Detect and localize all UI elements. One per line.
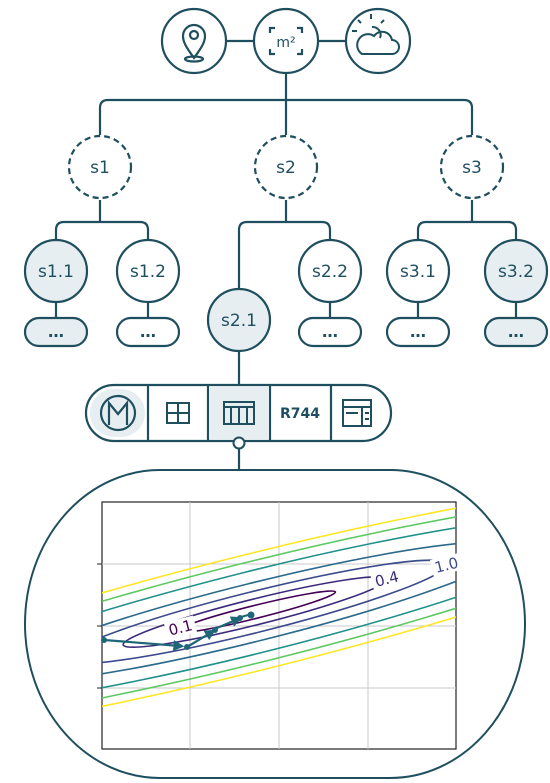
contour-label-bg [429, 552, 464, 577]
refrigerant-label[interactable]: R744 [280, 406, 320, 422]
ellipsis-label: … [410, 322, 426, 341]
ellipsis-label: … [48, 322, 64, 341]
plot-ticks [97, 563, 102, 689]
contour-lines [102, 502, 456, 747]
location-node[interactable] [160, 7, 228, 75]
subscenario-label: s3.1 [400, 262, 436, 282]
subscenario-node-s3-2[interactable]: s3.2 [483, 238, 549, 304]
scenario-node-s1[interactable]: s1 [67, 134, 133, 200]
plot-frame [24, 469, 526, 779]
scenario-label: s1 [90, 158, 110, 178]
subscenario-label: s1.2 [130, 262, 166, 282]
area-node[interactable]: m² [252, 7, 320, 75]
area-icon: m² [268, 26, 304, 56]
ellipsis-label: … [140, 322, 156, 341]
subscenario-node-s3-1[interactable]: s3.1 [385, 238, 451, 304]
more-pill-s1-2[interactable]: … [115, 316, 181, 348]
subscenario-node-s1-2[interactable]: s1.2 [115, 238, 181, 304]
scenario-node-s2[interactable]: s2 [253, 134, 319, 200]
scenario-node-s3[interactable]: s3 [439, 134, 505, 200]
subscenario-label: s2.2 [312, 262, 348, 282]
subscenario-node-s1-1[interactable]: s1.1 [23, 238, 89, 304]
ellipsis-label: … [508, 322, 524, 341]
contour-label-bg [370, 566, 404, 591]
ellipsis-label: … [322, 322, 338, 341]
table-grid-icon[interactable] [210, 387, 268, 439]
contour-labels: 0.1 0.4 1.0 [163, 552, 464, 640]
scenario-label: s3 [462, 158, 482, 178]
contour-label-0.1: 0.1 [167, 616, 195, 639]
component-toolbar: R744 [84, 383, 393, 443]
more-pill-s1-1[interactable]: … [23, 316, 89, 348]
subscenario-node-s2-2[interactable]: s2.2 [297, 238, 363, 304]
more-pill-s3-2[interactable]: … [483, 316, 549, 348]
contour-label-0.4: 0.4 [373, 568, 401, 591]
contour-line-4.0 [102, 514, 456, 710]
scenario-label: s2 [276, 158, 296, 178]
subscenario-label: s3.2 [498, 262, 534, 282]
panel-icon[interactable] [342, 399, 372, 427]
grid-2x2-icon[interactable] [166, 402, 190, 424]
contour-label-1.0: 1.0 [433, 554, 461, 577]
subscenario-label: s1.1 [38, 262, 74, 282]
contour-label-bg [163, 615, 198, 640]
toolbar-anchor [232, 436, 246, 450]
motor-icon[interactable] [90, 389, 145, 437]
contour-plot: 0.1 0.4 1.0 [97, 501, 464, 750]
more-pill-s2-2[interactable]: … [297, 316, 363, 348]
location-pin-icon [181, 23, 207, 63]
contour-line-2.0 [102, 540, 456, 684]
more-pill-s3-1[interactable]: … [385, 316, 451, 348]
weather-node[interactable] [344, 7, 412, 75]
contour-line-6.0 [102, 502, 456, 730]
area-unit-label: m² [276, 35, 295, 51]
subscenario-node-s2-1[interactable]: s2.1 [206, 287, 272, 353]
subscenario-label: s2.1 [221, 311, 257, 331]
contour-line-8.0 [102, 502, 456, 747]
optimization-path [101, 611, 255, 651]
weather-icon [352, 14, 400, 55]
tree-connectors [54, 39, 518, 470]
